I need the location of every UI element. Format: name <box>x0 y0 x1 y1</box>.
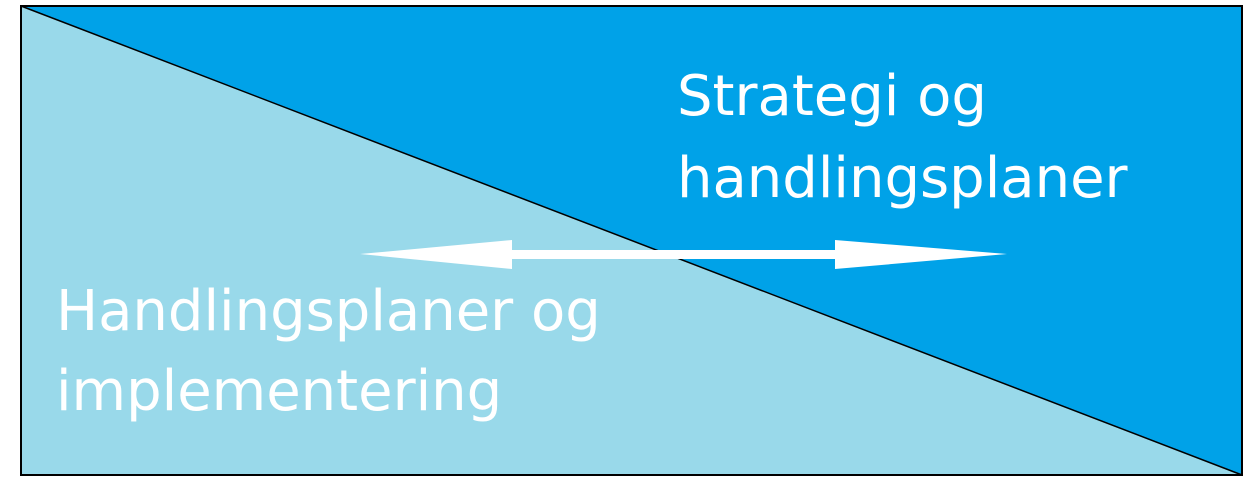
double-arrow <box>360 240 1007 269</box>
implementation-label: Handlingsplaner og implementering <box>56 279 619 424</box>
implementation-label-line2: implementering <box>56 359 502 424</box>
diagram-border <box>20 5 1243 476</box>
implementation-label-line1: Handlingsplaner og <box>56 279 601 344</box>
strategy-label-line2: handlingsplaner <box>677 146 1129 211</box>
diagonal-divider <box>20 5 1243 476</box>
strategy-label: Strategi og handlingsplaner <box>677 64 1129 211</box>
strategy-label-line1: Strategi og <box>677 64 987 129</box>
